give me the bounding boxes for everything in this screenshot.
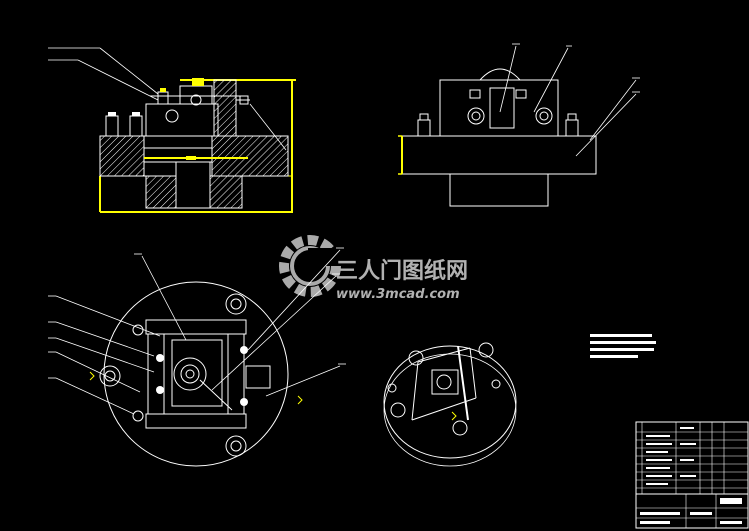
front-section-view <box>48 47 296 213</box>
watermark-brand: 三人门图纸网 <box>336 258 468 284</box>
title-block <box>635 421 749 529</box>
side-elevation-view <box>398 43 640 207</box>
technical-notes <box>590 334 656 358</box>
plan-view <box>48 247 346 467</box>
watermark-url: www.3mcad.com <box>336 287 460 302</box>
isometric-view <box>383 342 517 467</box>
watermark: 三人门图纸网 www.3mcad.com <box>279 235 468 302</box>
